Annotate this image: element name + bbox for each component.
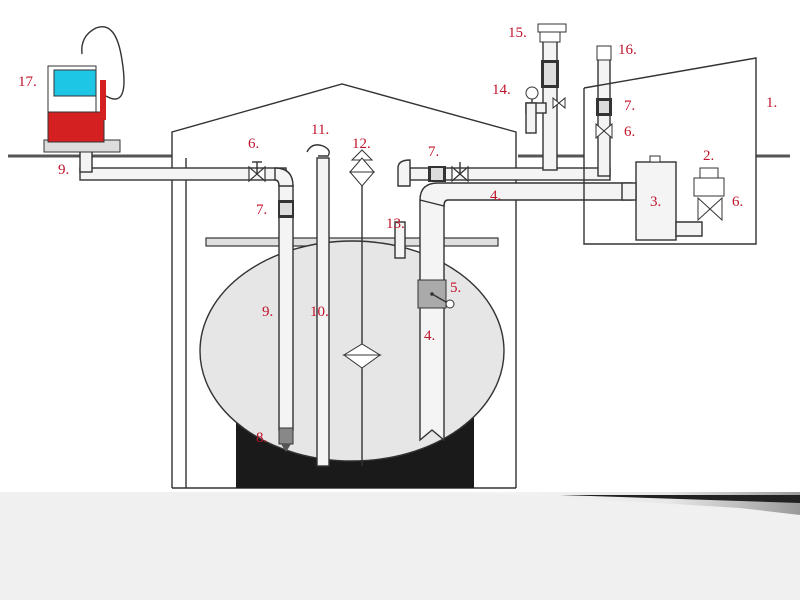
fuel-dispenser — [43, 26, 125, 153]
label-4a: 4. — [490, 188, 501, 204]
fill-pipe — [417, 182, 633, 442]
floor-band — [0, 492, 800, 600]
label-11: 11. — [311, 122, 329, 138]
label-17: 17. — [18, 74, 37, 90]
label-4b: 4. — [424, 328, 435, 344]
filter-box — [621, 155, 677, 241]
label-9a: 9. — [58, 162, 69, 178]
label-3: 3. — [650, 194, 661, 210]
breather-stub — [394, 221, 406, 259]
part-labels: 1. 2. 3. 4. 4. 5. 6. 6. 6. 7. 7. 7. 8. 9… — [18, 25, 777, 446]
vent-line — [397, 159, 611, 187]
label-16: 16. — [618, 42, 637, 58]
label-15: 15. — [508, 25, 527, 41]
level-gauge-tube — [316, 157, 330, 467]
suction-pipe — [278, 184, 294, 452]
label-6b: 6. — [624, 124, 635, 140]
label-5: 5. — [450, 280, 461, 296]
pump-house — [583, 57, 757, 245]
label-14: 14. — [492, 82, 511, 98]
dispenser-line — [79, 149, 294, 187]
pump-unit — [675, 167, 725, 237]
label-2: 2. — [703, 148, 714, 164]
breathing-valve-assembly — [525, 23, 567, 171]
gauge-hook — [306, 144, 330, 157]
label-1: 1. — [766, 95, 777, 111]
label-10: 10. — [310, 304, 329, 320]
label-7b: 7. — [428, 144, 439, 160]
label-12: 12. — [352, 136, 371, 152]
label-8: 8. — [256, 430, 267, 446]
label-7c: 7. — [624, 98, 635, 114]
label-7a: 7. — [256, 202, 267, 218]
label-9b: 9. — [262, 304, 273, 320]
fuel-tank — [199, 237, 505, 462]
label-6c: 6. — [732, 194, 743, 210]
vent-pipe — [595, 45, 613, 177]
label-13: 13. — [386, 216, 405, 232]
label-6a: 6. — [248, 136, 259, 152]
level-sensor — [342, 149, 382, 466]
